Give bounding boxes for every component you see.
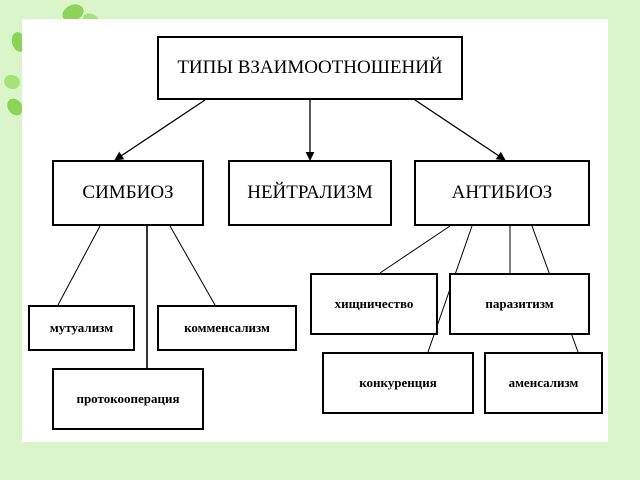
type-predation: хищничество: [310, 273, 438, 335]
type-commensalism: комменсализм: [157, 305, 297, 351]
type-protocooperation: протокооперация: [52, 368, 204, 430]
category-label: АНТИБИОЗ: [451, 182, 553, 203]
root-label: ТИПЫ ВЗАИМООТНОШЕНИЙ: [177, 57, 443, 78]
type-label: мутуализм: [49, 320, 114, 335]
category-symbiosis: СИМБИОЗ: [52, 160, 204, 226]
root-node: ТИПЫ ВЗАИМООТНОШЕНИЙ: [157, 36, 463, 100]
category-antibiosis: АНТИБИОЗ: [414, 160, 590, 226]
category-neutralism: НЕЙТРАЛИЗМ: [228, 160, 392, 226]
leaf-icon: [2, 72, 22, 92]
type-label: протокооперация: [76, 391, 180, 406]
type-label: паразитизм: [485, 296, 554, 311]
type-competition: конкуренция: [322, 352, 474, 414]
type-parasitism: паразитизм: [449, 273, 590, 335]
type-label: аменсализм: [508, 375, 579, 390]
type-label: хищничество: [334, 296, 414, 311]
category-label: НЕЙТРАЛИЗМ: [247, 182, 373, 203]
category-label: СИМБИОЗ: [82, 182, 174, 203]
type-amensalism: аменсализм: [484, 352, 603, 414]
type-mutualism: мутуализм: [28, 305, 135, 351]
type-label: конкуренция: [359, 375, 437, 390]
type-label: комменсализм: [184, 320, 270, 335]
